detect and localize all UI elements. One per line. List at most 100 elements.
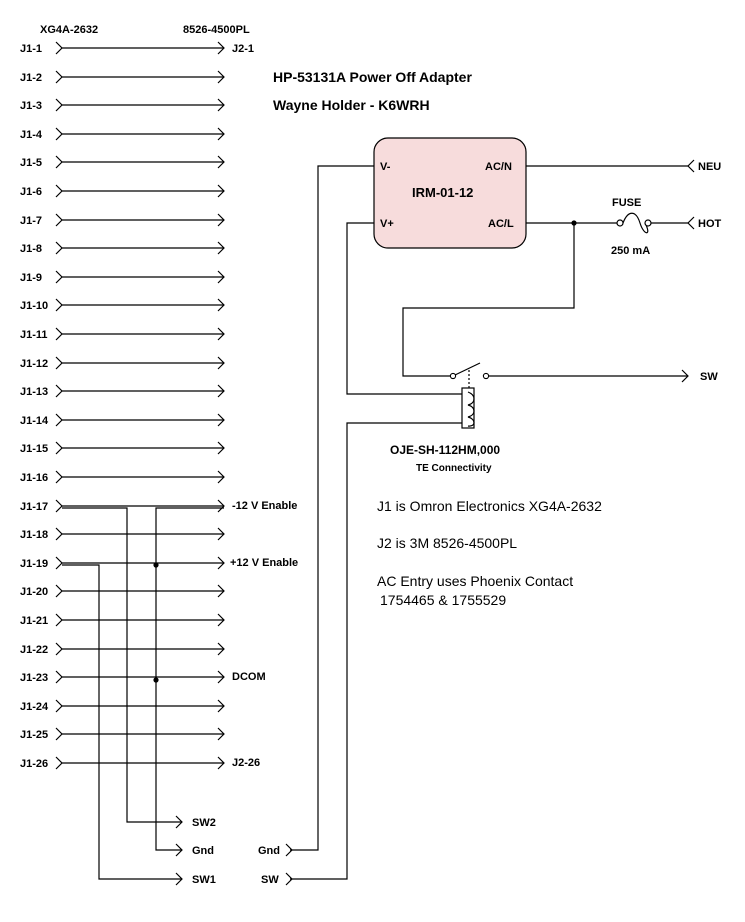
relay-maker-label: TE Connectivity <box>416 463 492 474</box>
j1-pin-label: J1-24 <box>20 701 49 713</box>
j2-pin-arrow <box>217 756 225 770</box>
j1-pin-arrow <box>55 470 63 484</box>
j2-pin-arrow <box>217 213 225 227</box>
psu-v-plus-label: V+ <box>380 218 394 230</box>
j1-pin-arrow <box>55 155 63 169</box>
j2-pin-arrow <box>217 127 225 141</box>
j2-pin-arrow <box>217 441 225 455</box>
j2-pin-arrow <box>217 727 225 741</box>
j1-pin-arrow <box>55 270 63 284</box>
j2-pin17-label: -12 V Enable <box>232 500 297 512</box>
fuse-terminal <box>644 219 652 227</box>
j1-pin-label: J1-6 <box>20 186 42 198</box>
hot-label: HOT <box>698 218 722 230</box>
coil-winding-icon <box>467 391 475 427</box>
psu-ac-l-label: AC/L <box>488 218 514 230</box>
j1-pin-arrow <box>55 98 63 112</box>
j2-pin-arrow <box>217 584 225 598</box>
j1-pin-label: J1-25 <box>20 729 48 741</box>
j1-pin-label: J1-1 <box>20 43 42 55</box>
junction-dot <box>153 562 159 568</box>
j1-pin-arrow <box>55 441 63 455</box>
j2-pin-arrow <box>217 41 225 55</box>
note-j2: J2 is 3M 8526-4500PL <box>377 535 517 551</box>
note-j1: J1 is Omron Electronics XG4A-2632 <box>377 498 602 514</box>
sw-right-label: SW <box>261 874 279 886</box>
j1-pin-label: J1-22 <box>20 644 48 656</box>
psu-ac-n-label: AC/N <box>485 161 512 173</box>
j2-pin-arrow <box>217 270 225 284</box>
j1-pin-label: J1-3 <box>20 100 42 112</box>
j2-pin-arrow <box>217 155 225 169</box>
j1-pin-arrow <box>55 356 63 370</box>
j1-pin-arrow <box>55 298 63 312</box>
j2-pin-arrow <box>217 527 225 541</box>
j2-pin-arrow <box>217 499 225 513</box>
j1-pin-label: J1-21 <box>20 615 48 627</box>
j1-pin-label: J1-19 <box>20 558 48 570</box>
j2-pin-arrow <box>217 613 225 627</box>
j1-pin-arrow <box>55 499 63 513</box>
j2-part-label: 8526-4500PL <box>183 24 250 36</box>
j1-pin-label: J1-8 <box>20 243 42 255</box>
j1-pin-label: J1-23 <box>20 672 48 684</box>
j2-pin-arrow <box>217 98 225 112</box>
j1-pin-label: J1-12 <box>20 358 48 370</box>
fuse-rating-label: 250 mA <box>611 245 650 257</box>
j1-pin-label: J1-15 <box>20 443 48 455</box>
j1-pin-label: J1-2 <box>20 72 42 84</box>
j1-pin-label: J1-17 <box>20 501 48 513</box>
j2-pin-arrow <box>217 241 225 255</box>
psu-name-label: IRM-01-12 <box>412 185 473 200</box>
j1-pin-label: J1-9 <box>20 272 42 284</box>
j2-pin-arrow <box>217 298 225 312</box>
j1-pin-label: J1-26 <box>20 758 48 770</box>
j2-pin-arrow <box>217 642 225 656</box>
fuse-terminal <box>616 219 624 227</box>
j2-pin-arrow <box>217 556 225 570</box>
j1-pin-arrow <box>55 384 63 398</box>
relay-part-label: OJE-SH-112HM,000 <box>390 443 500 457</box>
fuse-icon <box>622 212 649 234</box>
sw1-arrow <box>175 872 183 886</box>
gnd-right-label: Gnd <box>258 845 280 857</box>
relay-coil-return-wire <box>290 422 462 880</box>
j2-pin-arrow <box>217 356 225 370</box>
j1-pin-label: J1-16 <box>20 472 48 484</box>
j2-pin23-label: DCOM <box>232 671 266 683</box>
psu-v-minus-label: V- <box>380 161 391 173</box>
switch-blade-icon <box>454 362 481 376</box>
j2-pin26-label: J2-26 <box>232 757 260 769</box>
j1-pin-arrow <box>55 584 63 598</box>
fuse-label: FUSE <box>612 197 641 209</box>
switch-feed-wire <box>402 223 575 377</box>
gnd-left-label: Gnd <box>192 845 214 857</box>
j1-pin-arrow <box>55 327 63 341</box>
sw2-arrow <box>175 815 183 829</box>
j2-pin1-label: J2-1 <box>232 43 254 55</box>
j2-pin-arrow <box>217 384 225 398</box>
j1-pin-arrow <box>55 642 63 656</box>
junction-dot <box>153 677 159 683</box>
j1-pin-arrow <box>55 213 63 227</box>
sw1-wire <box>62 564 182 880</box>
j1-pin-arrow <box>55 727 63 741</box>
sw-terminal-arrow <box>681 369 689 383</box>
j1-pin-label: J1-18 <box>20 529 48 541</box>
j1-pin-arrow <box>55 670 63 684</box>
j1-pin-arrow <box>55 527 63 541</box>
j1-pin-arrow <box>55 699 63 713</box>
neu-terminal-arrow <box>687 159 695 173</box>
j1-pin-label: J1-11 <box>20 329 48 341</box>
sw-terminal-label: SW <box>700 371 718 383</box>
j1-pin-arrow <box>55 613 63 627</box>
gnd-arrow <box>175 843 183 857</box>
j1-pin-arrow <box>55 70 63 84</box>
sw1-label: SW1 <box>192 874 216 886</box>
j1-pin-label: J1-20 <box>20 586 48 598</box>
neu-label: NEU <box>698 161 721 173</box>
j2-pin-arrow <box>217 699 225 713</box>
j2-pin-arrow <box>217 470 225 484</box>
j1-pin-label: J1-14 <box>20 415 49 427</box>
j1-pin-label: J1-13 <box>20 386 48 398</box>
